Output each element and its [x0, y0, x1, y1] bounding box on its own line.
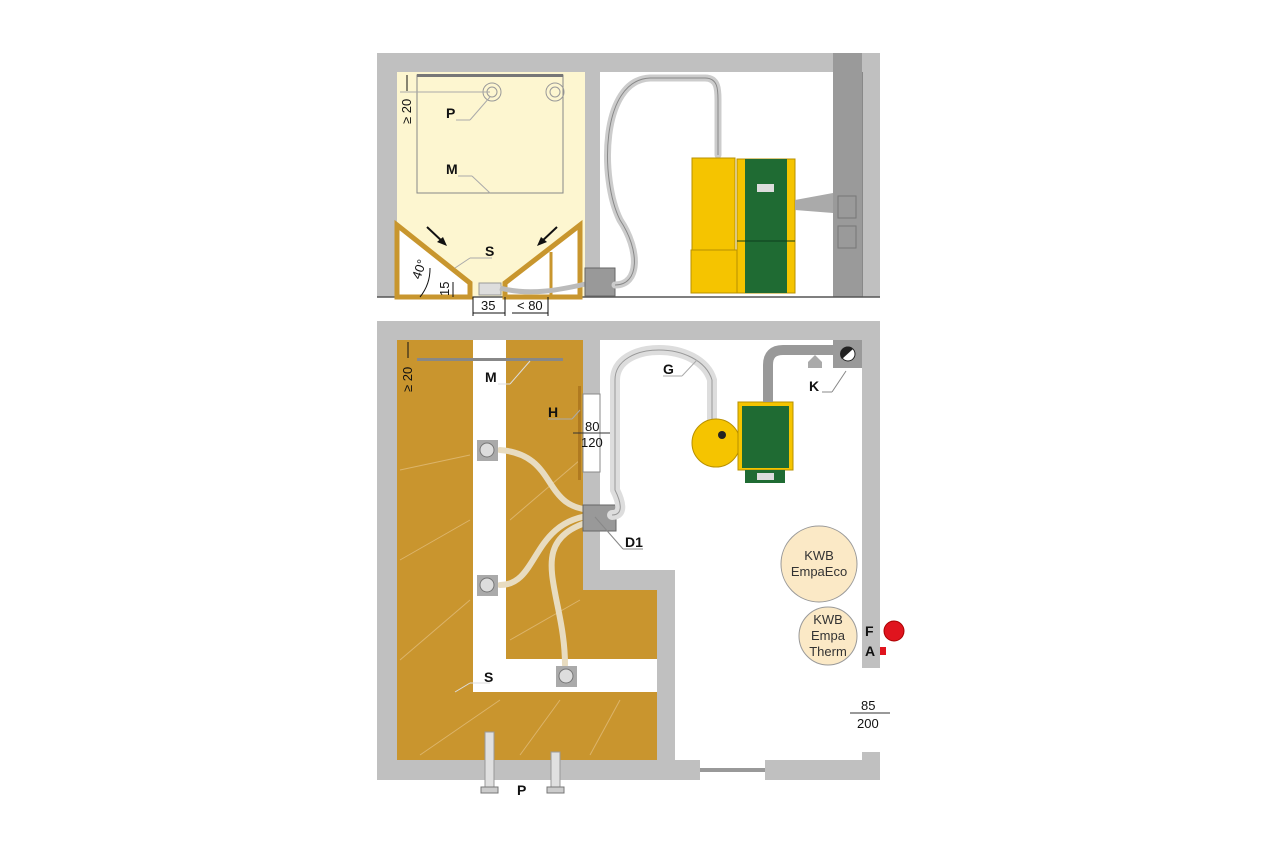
chimney [833, 53, 862, 297]
leader-line [471, 175, 491, 194]
suction-hoses [497, 447, 598, 668]
hopper-inlet [718, 431, 726, 439]
leader-line [469, 96, 491, 121]
label-a: A [865, 643, 875, 659]
dim-door-85: 85 [861, 698, 875, 713]
arrow-head-icon [537, 237, 547, 246]
fill-pipe-icon [545, 82, 565, 102]
suction-probe [477, 575, 498, 596]
leader-line [831, 370, 847, 393]
fill-pipe [480, 731, 499, 794]
arrow-head-icon [437, 237, 447, 246]
badge-kwb-empatherm: KWB Empa Therm [798, 606, 858, 666]
label-d1: D1 [625, 534, 643, 550]
wall [862, 752, 880, 780]
dim-min-20: ≥ 20 [400, 367, 415, 392]
transport-hose-outline [611, 349, 713, 516]
boiler-display [757, 184, 774, 192]
suction-hose [499, 280, 591, 295]
label-g: G [663, 361, 674, 377]
leader-line [454, 257, 471, 269]
hopper-plan [691, 418, 741, 468]
leader-line [454, 682, 471, 693]
pellet-hopper [691, 157, 736, 253]
boiler-display [757, 473, 774, 480]
door [700, 768, 765, 772]
coupling [584, 267, 616, 297]
badge-text: KWB [813, 612, 843, 627]
fill-pipe [546, 751, 565, 794]
dim-15: 15 [437, 282, 452, 296]
wall-edge [862, 72, 863, 297]
boiler-front [745, 159, 787, 293]
fill-pipe-icon [549, 86, 561, 98]
badge-text: KWB [804, 548, 834, 563]
label-m: M [446, 161, 458, 177]
leader-line [509, 360, 531, 385]
impact-mat [417, 358, 563, 361]
label-p: P [446, 105, 455, 121]
wall-opening [862, 668, 880, 760]
label-f: F [865, 623, 874, 639]
fire-extinguisher-icon [883, 620, 905, 642]
dim-door-200: 200 [857, 716, 879, 731]
leader-line [571, 409, 581, 420]
dim-max-80: < 80 [517, 298, 543, 313]
plan-view: ≥ 20 M H 80 120 G K D1 S P KWB EmpaEco K… [377, 321, 905, 798]
dim-35: 35 [481, 298, 495, 313]
flue-pipe [763, 345, 833, 402]
badge-text: Empa [811, 628, 846, 643]
transport-hose-outline [607, 77, 719, 286]
flue-pipe [795, 193, 833, 213]
angle-40: 40° [409, 257, 430, 281]
leader-line [594, 516, 624, 550]
dim-120: 120 [581, 435, 603, 450]
badge-text: Therm [809, 644, 847, 659]
channel [473, 340, 506, 692]
chimney-door [837, 195, 857, 219]
badge-text: EmpaEco [791, 564, 847, 579]
suction-probe [556, 666, 577, 687]
sloped-floor-left [394, 219, 473, 300]
pellet-hatching [399, 454, 621, 756]
explosion-flap-icon [808, 355, 822, 368]
suction-probe [478, 282, 502, 296]
label-s: S [484, 669, 493, 685]
label-h: H [548, 404, 558, 420]
elevation-view: ≥ 20 P M S 40° 15 35 < 80 [377, 53, 880, 316]
chimney-door [837, 225, 857, 249]
boiler-body [742, 406, 789, 468]
badge-kwb-empaeco: KWB EmpaEco [780, 525, 858, 603]
hopper-base [690, 249, 738, 294]
leader-line [681, 359, 698, 377]
impact-mat [417, 74, 563, 77]
label-m: M [485, 369, 497, 385]
label-s: S [485, 243, 494, 259]
label-p: P [517, 782, 526, 798]
dim-min-20: ≥ 20 [399, 99, 414, 124]
label-k: K [809, 378, 819, 394]
angle-arc [419, 267, 431, 298]
dim-80: 80 [585, 419, 599, 434]
draught-regulator-icon [840, 346, 853, 359]
emergency-switch-icon [880, 647, 886, 655]
suction-probe [477, 440, 498, 461]
